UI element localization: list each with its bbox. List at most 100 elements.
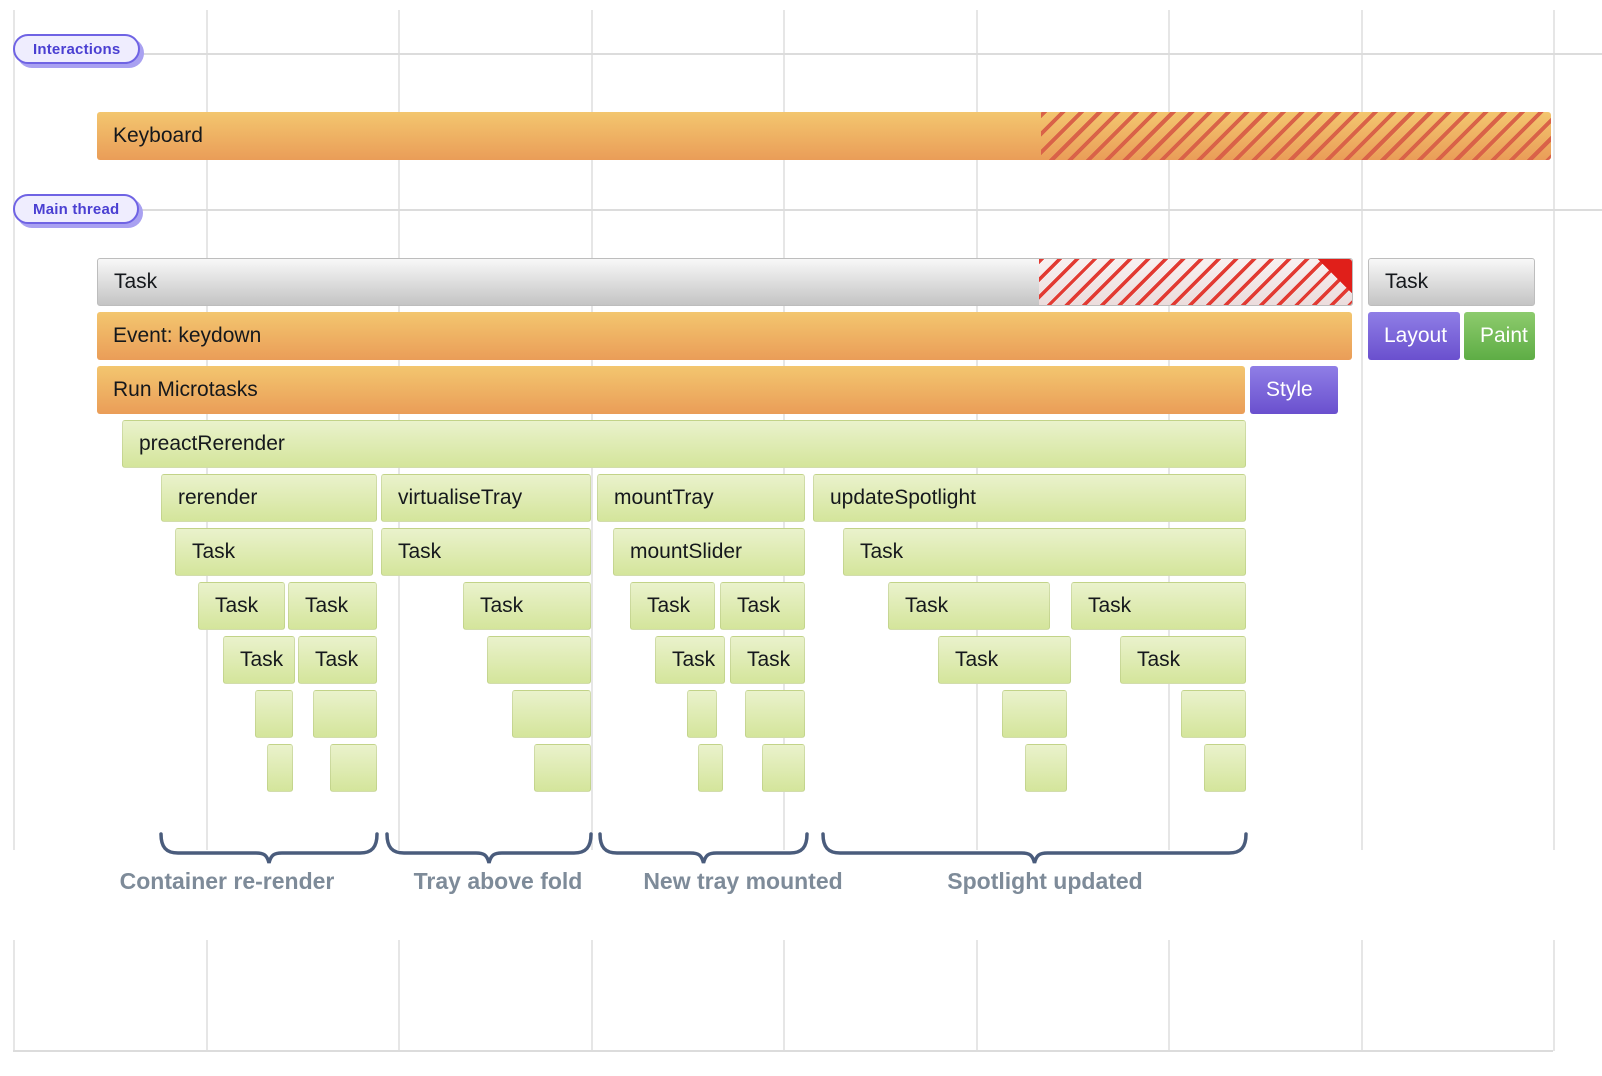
flame-bar-event-keydown[interactable]: Event: keydown — [97, 312, 1352, 360]
bar-label: preactRerender — [139, 432, 285, 455]
overrun-hatch-orange — [1041, 112, 1551, 160]
flame-bar-mountslider[interactable]: mountSlider — [613, 528, 805, 576]
bar-label: Task — [1088, 594, 1132, 617]
flame-bar-unlabeled[interactable] — [512, 690, 591, 738]
flame-bar-task[interactable]: Task — [1120, 636, 1246, 684]
flame-bar-unlabeled[interactable] — [762, 744, 805, 792]
interaction-bar-keyboard[interactable]: Keyboard — [97, 112, 1551, 160]
flame-bar-unlabeled[interactable] — [267, 744, 293, 792]
track-toggle-main-thread[interactable]: Main thread — [13, 194, 140, 224]
flame-bar-task[interactable]: Task — [938, 636, 1071, 684]
flame-bar-paint[interactable]: Paint — [1464, 312, 1535, 360]
bar-label: Task — [860, 540, 904, 563]
track-label-interactions: Interactions — [33, 40, 121, 58]
flame-bar-task[interactable]: Task — [381, 528, 591, 576]
flame-bar-unlabeled[interactable] — [687, 690, 717, 738]
flame-bar-run-microtasks[interactable]: Run Microtasks — [97, 366, 1245, 414]
brace — [598, 832, 809, 864]
grid-line-vertical — [1360, 10, 1363, 850]
flame-bar-task[interactable]: Task — [298, 636, 377, 684]
bar-label: Task — [305, 594, 349, 617]
bar-label: Run Microtasks — [113, 378, 258, 401]
flame-bar-unlabeled[interactable] — [745, 690, 805, 738]
annotation-label: Spotlight updated — [947, 868, 1143, 894]
grid-line-vertical — [13, 940, 15, 1051]
flame-bar-rerender[interactable]: rerender — [161, 474, 377, 522]
flame-bar-task[interactable]: Task — [630, 582, 715, 630]
bar-label: Task — [240, 648, 284, 671]
flame-bar-unlabeled[interactable] — [330, 744, 377, 792]
grid-line-horizontal — [13, 209, 1602, 211]
flame-bar-task[interactable]: Task — [288, 582, 377, 630]
bar-label: Task — [747, 648, 791, 671]
bar-label: Task — [905, 594, 949, 617]
flame-bar-task[interactable]: Task — [1071, 582, 1246, 630]
bar-label: Task — [480, 594, 524, 617]
overrun-hatch-red — [1039, 259, 1352, 305]
track-toggle-interactions[interactable]: Interactions — [13, 34, 141, 64]
bar-label: Paint — [1480, 324, 1528, 347]
flame-bar-task[interactable]: Task — [888, 582, 1050, 630]
bar-label: Task — [1137, 648, 1181, 671]
grid-line-vertical — [13, 10, 15, 850]
flame-bar-task[interactable]: Task — [175, 528, 373, 576]
bar-label: Task — [315, 648, 359, 671]
annotation-label: Tray above fold — [413, 868, 583, 894]
flame-bar-unlabeled[interactable] — [1181, 690, 1246, 738]
brace — [159, 832, 379, 864]
flame-bar-task[interactable]: Task — [843, 528, 1246, 576]
grid-line-vertical — [975, 940, 978, 1051]
flame-bar-task[interactable]: Task — [223, 636, 295, 684]
grid-line-vertical — [1553, 940, 1555, 1051]
brace — [821, 832, 1248, 864]
bar-label: Task — [114, 270, 158, 293]
flame-bar-unlabeled[interactable] — [1204, 744, 1246, 792]
flame-bar-unlabeled[interactable] — [1025, 744, 1067, 792]
grid-line-vertical — [205, 940, 208, 1051]
bar-label: Task — [192, 540, 236, 563]
grid-line-vertical — [590, 940, 593, 1051]
grid-line-horizontal — [13, 53, 1602, 55]
flame-bar-mounttray[interactable]: mountTray — [597, 474, 805, 522]
flame-bar-unlabeled[interactable] — [313, 690, 377, 738]
bar-label: Task — [1385, 270, 1429, 293]
bar-label: Layout — [1384, 324, 1448, 347]
flame-bar-layout[interactable]: Layout — [1368, 312, 1460, 360]
annotation-label: New tray mounted — [643, 868, 843, 894]
grid-line-vertical — [1360, 940, 1363, 1051]
grid-line-horizontal — [13, 1050, 1553, 1052]
bar-label: Keyboard — [113, 124, 203, 147]
flame-bar-unlabeled[interactable] — [487, 636, 591, 684]
bar-label: Event: keydown — [113, 324, 262, 347]
bar-label: Style — [1266, 378, 1313, 401]
flame-bar-unlabeled[interactable] — [698, 744, 723, 792]
bar-label: mountTray — [614, 486, 714, 509]
flame-bar-updatespotlight[interactable]: updateSpotlight — [813, 474, 1246, 522]
bar-label: virtualiseTray — [398, 486, 523, 509]
annotation-label: Container re-render — [119, 868, 335, 894]
flame-bar-unlabeled[interactable] — [255, 690, 293, 738]
bar-label: Task — [647, 594, 691, 617]
bar-label: Task — [398, 540, 442, 563]
flame-bar-unlabeled[interactable] — [1002, 690, 1067, 738]
flame-bar-task[interactable]: Task — [198, 582, 285, 630]
grid-line-vertical — [398, 940, 400, 1051]
flame-bar-unlabeled[interactable] — [534, 744, 591, 792]
flame-bar-preactrerender[interactable]: preactRerender — [122, 420, 1246, 468]
bar-label: rerender — [178, 486, 258, 509]
flame-bar-task[interactable]: Task — [730, 636, 805, 684]
bar-label: Task — [955, 648, 999, 671]
flame-bar-task[interactable]: Task — [97, 258, 1353, 306]
track-label-main-thread: Main thread — [33, 200, 120, 218]
flame-bar-virtualisetray[interactable]: virtualiseTray — [381, 474, 591, 522]
brace — [385, 832, 593, 864]
flame-bar-task[interactable]: Task — [1368, 258, 1535, 306]
flame-bar-task[interactable]: Task — [720, 582, 805, 630]
flame-bar-style[interactable]: Style — [1250, 366, 1338, 414]
flame-bar-task[interactable]: Task — [655, 636, 725, 684]
bar-label: updateSpotlight — [830, 486, 976, 509]
bar-label: Task — [215, 594, 259, 617]
flame-bar-task[interactable]: Task — [463, 582, 591, 630]
bar-label: Task — [672, 648, 716, 671]
